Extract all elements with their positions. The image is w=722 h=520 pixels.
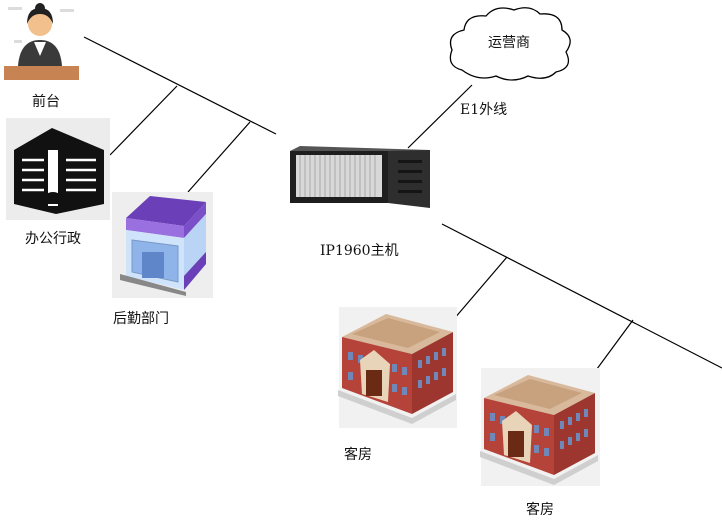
guest-room-label: 客房 <box>526 502 554 518</box>
logistics-label: 后勤部门 <box>113 311 169 327</box>
office-building-icon <box>6 118 110 220</box>
frontdesk-label: 前台 <box>32 94 60 110</box>
receptionist-icon <box>4 3 79 80</box>
e1-trunk-label: E1外线 <box>460 102 507 118</box>
guest-room-building-icon <box>480 368 600 486</box>
link-office-bus <box>110 86 177 155</box>
logistics-building-icon <box>112 192 213 298</box>
link-host-rooms <box>442 224 722 368</box>
guest-room-building-icon <box>338 307 457 428</box>
link-frontdesk-host <box>84 37 276 134</box>
link-logistics-bus <box>188 122 250 192</box>
carrier-label: 运营商 <box>488 35 530 51</box>
pbx-host-icon <box>290 146 430 208</box>
office-admin-label: 办公行政 <box>25 231 81 247</box>
pbx-host-label: IP1960主机 <box>320 243 399 259</box>
guest-room-label: 客房 <box>344 447 372 463</box>
